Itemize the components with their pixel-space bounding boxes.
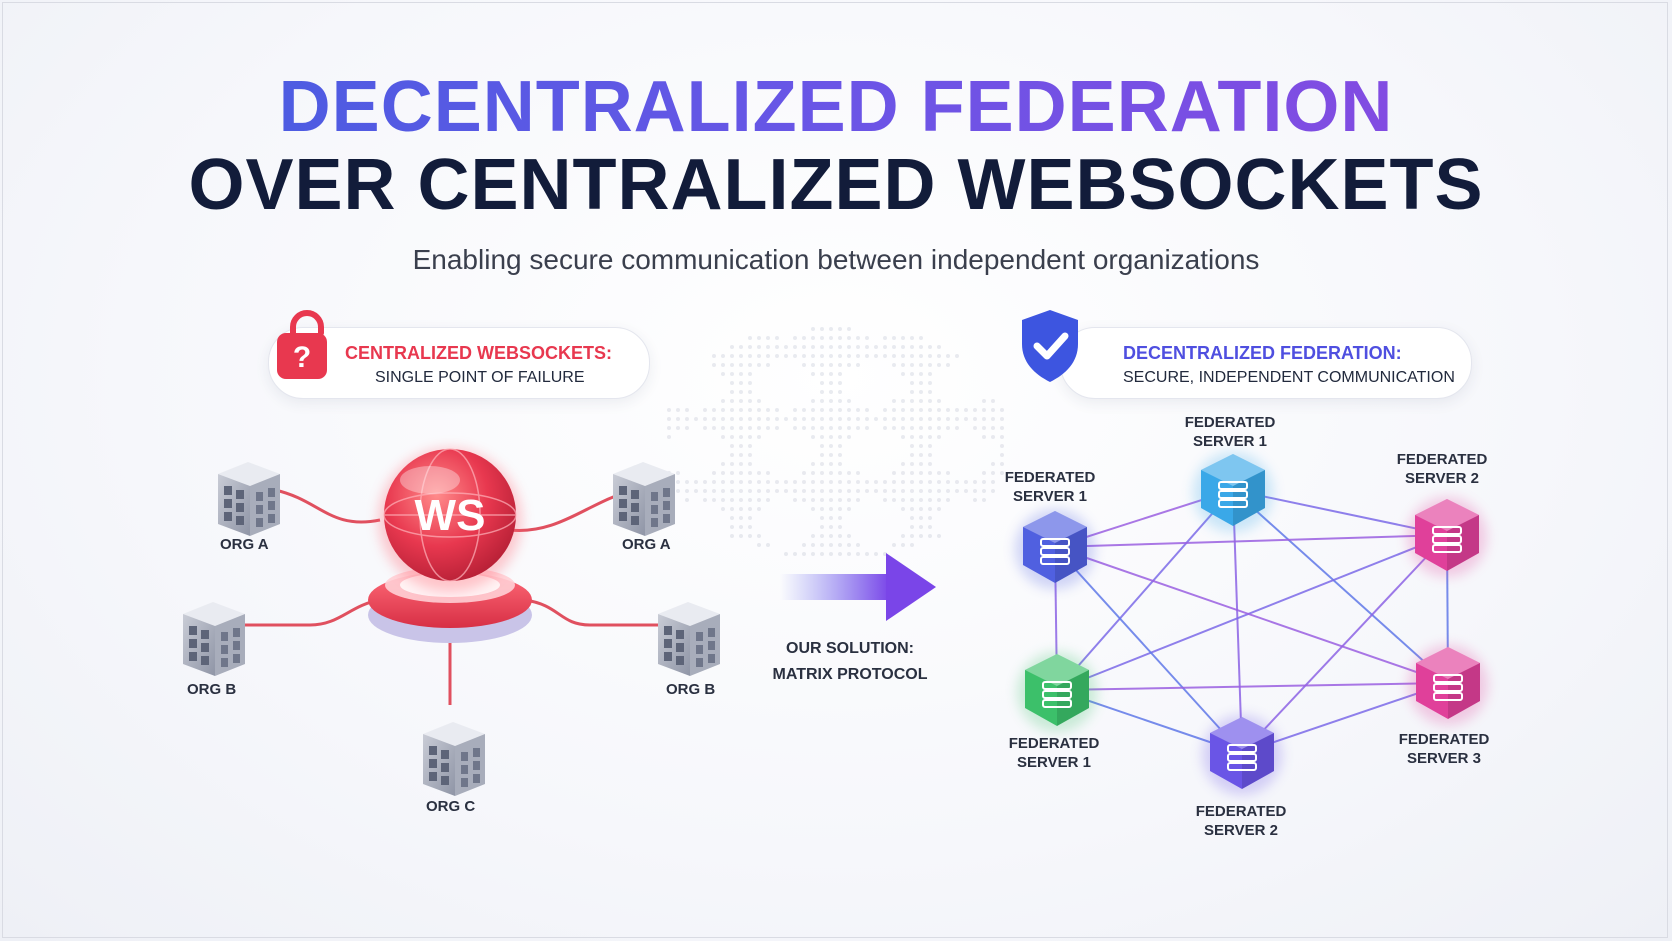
building-org-a-right <box>613 462 675 536</box>
federation-mesh <box>1054 489 1449 754</box>
solution-label-line-2: MATRIX PROTOCOL <box>772 666 928 683</box>
org-label-c: ORG C <box>426 798 476 815</box>
lock-question-icon: ? <box>277 310 327 379</box>
centralized-heading: CENTRALIZED WEBSOCKETS: <box>345 343 612 363</box>
websocket-hub: WS <box>368 448 532 643</box>
building-org-b-right <box>658 602 720 676</box>
org-label-a-left: ORG A <box>220 536 269 553</box>
server-label-bottom: FEDERATED SERVER 2 <box>1195 803 1287 839</box>
server-label-top-right: FEDERATED SERVER 2 <box>1396 451 1488 487</box>
shield-check-icon <box>1022 310 1078 382</box>
server-node-bottom-left <box>1017 652 1097 732</box>
server-node-top-right <box>1407 497 1487 577</box>
solution-label-line-1: OUR SOLUTION: <box>786 640 914 657</box>
org-label-a-right: ORG A <box>622 536 671 553</box>
org-label-b-right: ORG B <box>666 681 716 698</box>
svg-text:?: ? <box>293 341 311 374</box>
decentralized-subheading: SECURE, INDEPENDENT COMMUNICATION <box>1123 369 1455 386</box>
centralized-callout: CENTRALIZED WEBSOCKETS: SINGLE POINT OF … <box>268 327 650 399</box>
server-node-top <box>1193 452 1273 532</box>
title-line-2: OVER CENTRALIZED WEBSOCKETS <box>188 145 1484 225</box>
decentralized-callout: DECENTRALIZED FEDERATION: SECURE, INDEPE… <box>1060 327 1472 399</box>
solution-label: OUR SOLUTION: MATRIX PROTOCOL <box>760 636 940 688</box>
server-label-left: FEDERATED SERVER 1 <box>1004 469 1096 505</box>
server-label-bottom-right: FEDERATED SERVER 3 <box>1398 731 1490 767</box>
hub-label: WS <box>415 491 486 540</box>
world-map-dots <box>667 327 1004 556</box>
server-label-bottom-left: FEDERATED SERVER 1 <box>1008 735 1100 771</box>
server-node-bottom-right <box>1408 645 1488 725</box>
decentralized-heading: DECENTRALIZED FEDERATION: <box>1123 343 1402 363</box>
solution-arrow <box>780 553 936 621</box>
server-node-bottom <box>1202 715 1282 795</box>
centralized-subheading: SINGLE POINT OF FAILURE <box>375 369 585 386</box>
title-line-1: DECENTRALIZED FEDERATION <box>0 66 1672 148</box>
building-org-c <box>423 722 485 796</box>
subtitle: Enabling secure communication between in… <box>412 244 1260 275</box>
org-label-b-left: ORG B <box>187 681 237 698</box>
server-label-top: FEDERATED SERVER 1 <box>1184 414 1276 450</box>
server-node-left <box>1015 509 1095 589</box>
building-org-a-left <box>218 462 280 536</box>
building-org-b-left <box>183 602 245 676</box>
